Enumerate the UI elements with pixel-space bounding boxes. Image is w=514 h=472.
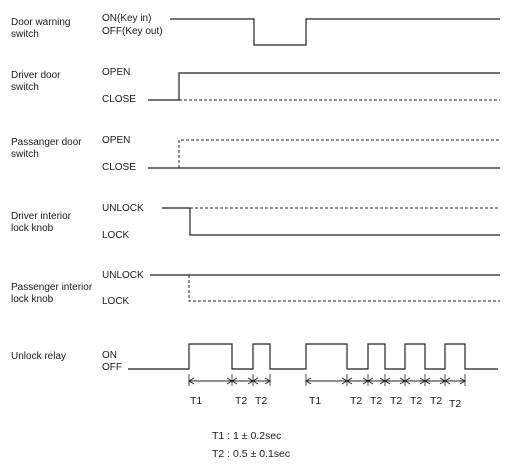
state-label-high: OPEN: [102, 67, 131, 78]
signal-label-line: Driver interior: [11, 211, 72, 222]
timing-label-t1: T1: [190, 395, 203, 407]
timing-label-t2: T2: [410, 395, 423, 407]
timing-label-t2: T2: [370, 395, 383, 407]
state-label-low: CLOSE: [102, 94, 136, 105]
driver-door-waveform: [148, 72, 500, 101]
signal-label-line: switch: [11, 29, 39, 40]
signal-label-driver-door: Driver door switch: [11, 70, 60, 94]
unlock-relay-waveform: [128, 343, 498, 370]
signal-label-door-warning: Door warning switch: [11, 17, 70, 41]
signal-label-line: Passanger door: [11, 137, 82, 148]
timing-label-t2: T2: [255, 395, 268, 407]
signal-label-line: lock knob: [11, 223, 54, 234]
signal-label-driver-lock: Driver interior lock knob: [11, 211, 71, 235]
state-label-high: ON(Key in): [102, 13, 152, 24]
signal-label-line: switch: [11, 149, 39, 160]
state-label-high: ON: [102, 350, 117, 361]
state-label-low: OFF: [102, 362, 122, 373]
door-warning-waveform: [170, 18, 500, 46]
state-label-low: LOCK: [102, 230, 130, 241]
state-label-high: OPEN: [102, 135, 131, 146]
signal-label-unlock-relay: Unlock relay: [11, 351, 66, 363]
state-label-high: UNLOCK: [102, 270, 144, 281]
signal-label-line: Driver door: [11, 70, 61, 81]
state-label-low: OFF(Key out): [102, 26, 163, 37]
signal-label-line: lock knob: [11, 294, 54, 305]
signal-label-line: switch: [11, 82, 39, 93]
signal-label-line: Unlock relay: [11, 351, 67, 362]
signal-label-passenger-door: Passanger door switch: [11, 137, 82, 161]
state-label-low: CLOSE: [102, 162, 136, 173]
timing-label-t2: T2: [350, 395, 363, 407]
passenger-lock-lock-dashed: [188, 275, 500, 302]
signal-label-passenger-lock: Passenger interior lock knob: [11, 282, 92, 306]
timing-arrows: [188, 377, 466, 385]
driver-lock-waveform: [162, 207, 500, 236]
state-label-low: LOCK: [102, 296, 130, 307]
timing-label-t2: T2: [449, 398, 462, 410]
timing-label-t1: T1: [309, 395, 322, 407]
signal-label-line: Door warning: [11, 17, 71, 28]
legend-t2: T2 : 0.5 ± 0.1sec: [212, 448, 291, 460]
timing-label-t2: T2: [430, 395, 443, 407]
signal-label-line: Passenger interior: [11, 282, 93, 293]
timing-label-t2: T2: [235, 395, 248, 407]
passenger-door-open-dashed: [178, 139, 500, 168]
timing-ticks: [188, 374, 466, 386]
state-label-high: UNLOCK: [102, 203, 144, 214]
timing-label-t2: T2: [390, 395, 403, 407]
legend-t1: T1 : 1 ± 0.2sec: [212, 430, 282, 442]
